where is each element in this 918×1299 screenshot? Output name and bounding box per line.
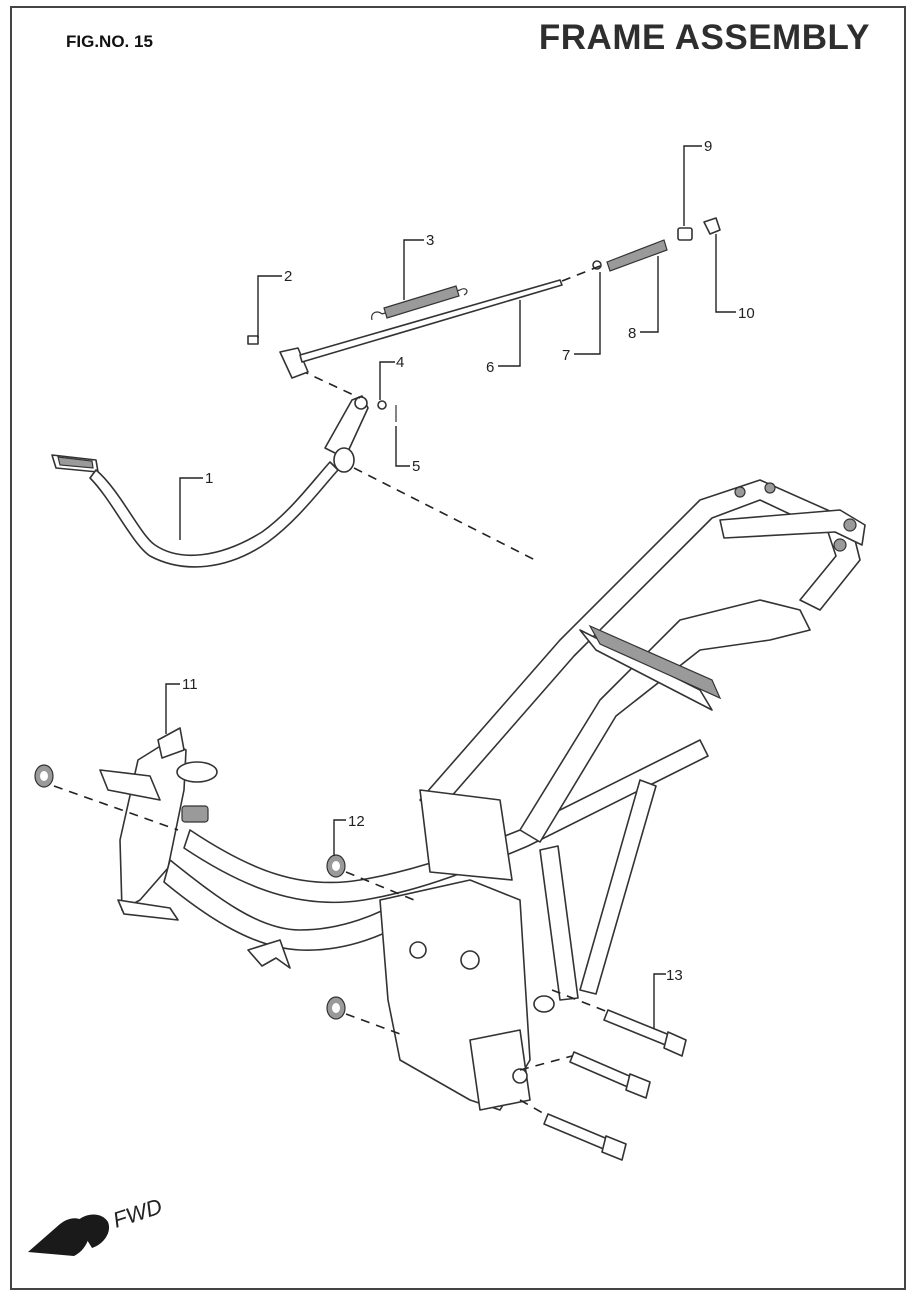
bolt-13-lower-axis — [519, 1099, 549, 1117]
callout-13: 13 — [666, 967, 683, 984]
headstock-bottom-plate — [117, 899, 179, 921]
stand-spring-hook — [354, 396, 368, 410]
bolt-13-upper-shank — [603, 1009, 673, 1047]
stand-pivot-axis-line — [353, 467, 536, 561]
washer-12-upper-hole — [332, 861, 340, 871]
callout-11: 11 — [182, 676, 198, 693]
mount-hole-upper — [409, 941, 427, 959]
bolt-13-upper-head — [663, 1031, 687, 1057]
leader-11 — [165, 683, 180, 734]
callout-9: 9 — [704, 138, 712, 155]
stand-arm-axis-line — [299, 369, 361, 399]
frame-diagonal-strut — [579, 779, 657, 995]
bolt-13-upper-axis — [551, 989, 609, 1013]
bolt-2 — [247, 335, 259, 345]
headstock-top-bracket — [157, 727, 185, 759]
leader-7 — [574, 272, 601, 355]
frame-upper-rail-right — [519, 599, 811, 843]
rear-frame-hole-2 — [764, 482, 776, 494]
bolt-13-middle-head — [625, 1073, 651, 1099]
forward-indicator: FWD — [28, 1193, 165, 1256]
leader-5 — [395, 426, 410, 467]
spring-8 — [606, 239, 668, 272]
leader-4 — [379, 361, 395, 400]
fasteners — [34, 764, 687, 1161]
washer-headstock-hole — [40, 771, 48, 781]
rod-axis-line — [561, 265, 601, 282]
frame-center-box — [419, 789, 513, 881]
leader-13 — [653, 973, 666, 1028]
bolt-13-middle-axis — [519, 1055, 573, 1071]
washer-12-lower-hole — [332, 1003, 340, 1013]
callout-3: 3 — [426, 232, 434, 249]
engine-mount-plate — [469, 1029, 531, 1111]
stand-lever-bracket — [279, 347, 309, 379]
nut-9 — [677, 227, 693, 241]
frame-rear-strut — [539, 845, 579, 1001]
washer-4 — [377, 400, 387, 410]
rear-frame-hole-3 — [833, 538, 847, 552]
callout-10: 10 — [738, 305, 755, 322]
leader-12 — [333, 819, 346, 856]
callout-5: 5 — [412, 458, 420, 475]
leader-6 — [498, 300, 521, 367]
page-title: FRAME ASSEMBLY — [538, 18, 870, 57]
headstock-axis-line — [53, 785, 179, 831]
washer-12-upper-axis — [345, 871, 415, 901]
rear-grab-frame — [719, 509, 866, 546]
leader-10 — [715, 234, 736, 313]
headstock-gusset — [99, 769, 161, 801]
lower-tab — [247, 939, 291, 969]
stand-spring-coil — [383, 285, 460, 319]
callout-8: 8 — [628, 325, 636, 342]
leader-1 — [179, 477, 203, 540]
callout-12: 12 — [348, 813, 365, 830]
forward-arrow-icon — [28, 1218, 90, 1256]
figure-number: FIG.NO. 15 — [66, 32, 153, 51]
forward-arrow-tail-icon — [76, 1214, 110, 1248]
stand-foot-pad-tread — [57, 456, 94, 469]
callout-4: 4 — [396, 354, 404, 371]
main-frame — [99, 479, 866, 1111]
callout-numbers: 1 2 3 4 5 6 7 8 9 10 11 12 13 — [182, 138, 755, 984]
callout-2: 2 — [284, 268, 292, 285]
leader-9 — [683, 145, 702, 226]
steering-head-tube — [176, 761, 218, 783]
stand-tube — [89, 461, 339, 568]
callout-1: 1 — [205, 470, 213, 487]
leader-2 — [257, 275, 282, 338]
headstock-bushing — [181, 805, 209, 823]
bolt-13-lower-shank — [543, 1113, 611, 1151]
mount-hole-lower — [512, 1068, 528, 1084]
stand-pivot-boss — [333, 447, 355, 473]
leader-8 — [640, 256, 659, 333]
callout-7: 7 — [562, 347, 570, 364]
rear-frame-hole-4 — [843, 518, 857, 532]
mount-hole-middle — [460, 950, 480, 970]
stand-rod — [299, 279, 563, 363]
rear-frame-hole-1 — [734, 486, 746, 498]
cross-member-plate — [588, 624, 722, 700]
callout-leaders — [165, 145, 736, 1028]
bolt-13-middle-shank — [569, 1051, 635, 1089]
bolt-13-lower-head — [601, 1135, 627, 1161]
nut-10 — [703, 217, 721, 235]
leader-3 — [403, 239, 424, 300]
fwd-label: FWD — [110, 1193, 165, 1232]
callout-6: 6 — [486, 359, 494, 376]
main-stand-assembly — [51, 217, 721, 568]
strut-mount-boss — [533, 995, 555, 1013]
